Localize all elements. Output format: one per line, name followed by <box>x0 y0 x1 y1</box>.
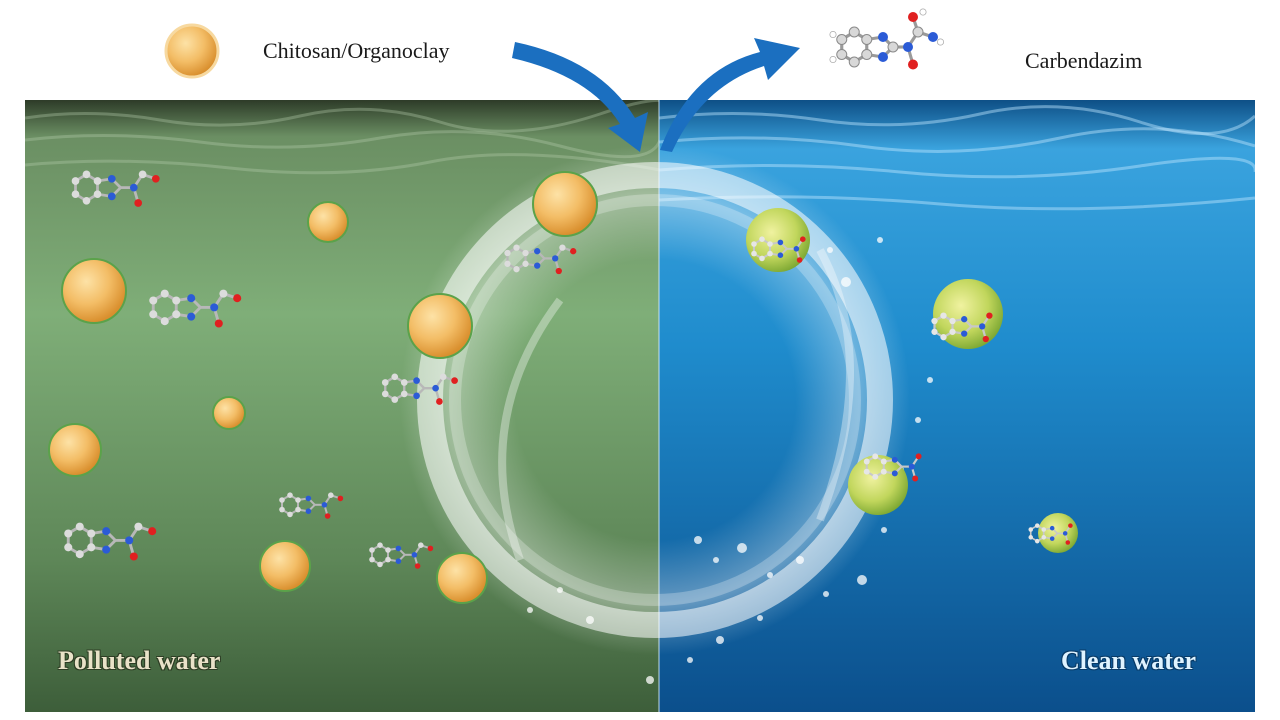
carbendazim-molecule <box>751 236 806 263</box>
adsorbent-bead <box>48 423 102 477</box>
polluted-water-label: Polluted water <box>58 646 221 675</box>
carbendazim-molecules <box>64 170 1073 569</box>
carbendazim-molecule <box>279 492 344 519</box>
adsorbent-bead <box>436 552 488 604</box>
arrow-out-of-treatment <box>660 38 800 152</box>
carbendazim-molecule <box>1028 523 1073 545</box>
loaded-bead <box>848 455 908 515</box>
carbendazim-molecule <box>931 312 993 343</box>
carbendazim-molecule <box>71 170 160 207</box>
carbendazim-molecule <box>149 289 242 328</box>
adsorbent-bead <box>307 201 349 243</box>
water-bubbles <box>527 237 933 684</box>
adsorbent-bead <box>259 540 311 592</box>
carbendazim-molecule <box>369 542 434 569</box>
legend-adsorbent-label: Chitosan/Organoclay <box>263 38 450 63</box>
adsorbent-beads <box>48 171 598 604</box>
treatment-swirl-ring <box>400 145 910 655</box>
adsorbent-bead <box>212 396 246 430</box>
polluted-surface-ripples <box>25 100 659 175</box>
legend-molecule-icon <box>829 8 944 70</box>
carbendazim-molecule <box>504 244 577 275</box>
legend-bead-icon <box>164 23 220 79</box>
legend-pollutant-label: Carbendazim <box>1025 48 1143 73</box>
adsorbent-bead <box>532 171 598 237</box>
arrow-into-treatment <box>512 42 648 152</box>
clean-water-label: Clean water <box>1061 646 1197 675</box>
adsorbent-bead <box>407 293 473 359</box>
carbendazim-molecule <box>863 453 922 482</box>
carbendazim-molecule <box>64 522 157 561</box>
adsorbent-bead <box>61 258 127 324</box>
carbendazim-molecule <box>381 373 458 405</box>
